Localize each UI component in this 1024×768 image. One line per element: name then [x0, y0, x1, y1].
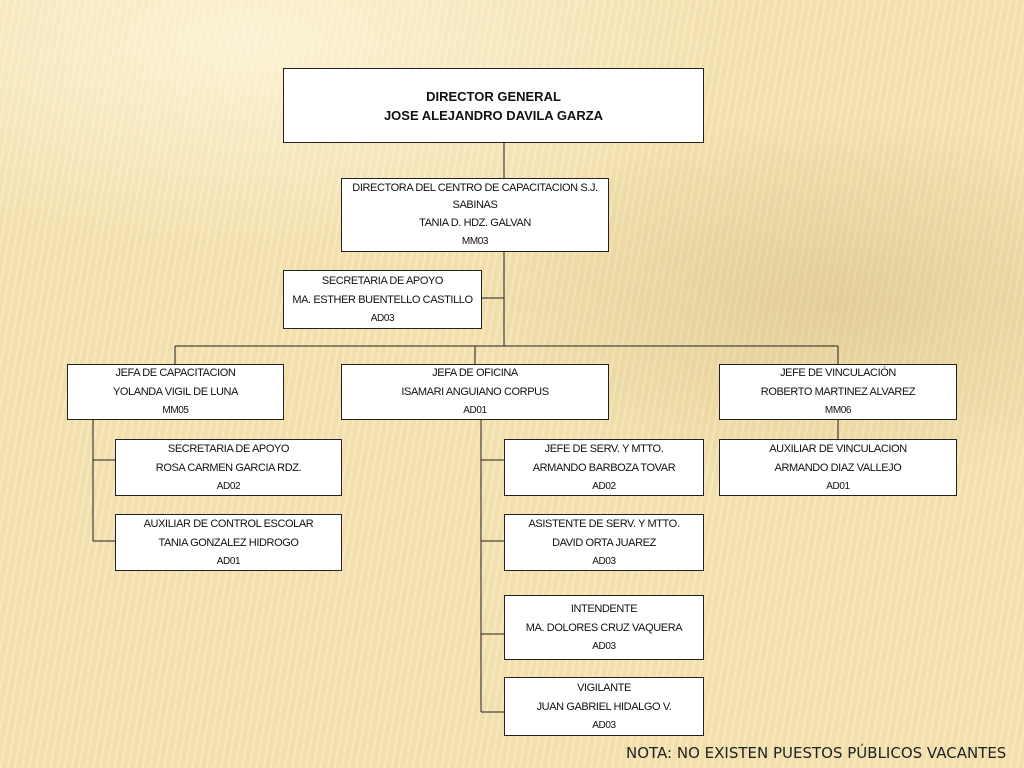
node-code: MM03 [461, 235, 489, 247]
node-code: MM05 [162, 405, 189, 416]
node-code: AD01 [463, 405, 487, 416]
node-name: TANIA D. HDZ. GALVAN [419, 216, 531, 229]
node-title: SECRETARIA DE APOYO [321, 274, 444, 287]
node-name: JOSE ALEJANDRO DAVILA GARZA [383, 107, 604, 123]
node-name: ROSA CARMEN GARCIA RDZ. [155, 461, 302, 474]
node-jefe-serv-mtto: JEFE DE SERV. Y MTTO. ARMANDO BARBOZA TO… [504, 439, 704, 496]
node-name: YOLANDA VIGIL DE LUNA [112, 386, 239, 398]
node-jefa-capacitacion: JEFA DE CAPACITACION YOLANDA VIGIL DE LU… [67, 364, 284, 420]
node-name: MA. ESTHER BUENTELLO CASTILLO [292, 293, 473, 306]
node-title: AUXILIAR DE CONTROL ESCOLAR [143, 517, 314, 530]
node-jefa-oficina: JEFA DE OFICINA ISAMARI ANGUIANO CORPUS … [341, 364, 609, 420]
node-title: SECRETARIA DE APOYO [167, 442, 290, 455]
node-code: AD03 [592, 719, 616, 731]
node-title: DIRECTOR GENERAL [426, 88, 561, 104]
node-title: VIGILANTE [577, 681, 631, 694]
node-code: AD03 [592, 555, 616, 567]
node-name: ARMANDO DIAZ VALLEJO [774, 461, 902, 474]
node-secretaria-apoyo-capacitacion: SECRETARIA DE APOYO ROSA CARMEN GARCIA R… [115, 439, 342, 496]
node-auxiliar-control-escolar: AUXILIAR DE CONTROL ESCOLAR TANIA GONZAL… [115, 514, 342, 571]
node-directora-centro: DIRECTORA DEL CENTRO DE CAPACITACION S.J… [341, 178, 609, 252]
node-title: DIRECTORA DEL CENTRO DE CAPACITACION S.J… [352, 181, 598, 211]
node-title: ASISTENTE DE SERV. Y MTTO. [528, 517, 680, 530]
node-name: ISAMARI ANGUIANO CORPUS [401, 386, 549, 398]
node-code: AD01 [826, 480, 850, 492]
node-title: JEFE DE SERV. Y MTTO. [544, 442, 664, 455]
node-code: AD03 [592, 640, 616, 652]
node-title: INTENDENTE [570, 602, 638, 615]
node-auxiliar-vinculacion: AUXILIAR DE VINCULACION ARMANDO DIAZ VAL… [719, 439, 957, 496]
node-title: AUXILIAR DE VINCULACION [769, 442, 907, 455]
node-name: MA. DOLORES CRUZ VAQUERA [525, 621, 683, 634]
node-asistente-serv-mtto: ASISTENTE DE SERV. Y MTTO. DAVID ORTA JU… [504, 514, 704, 571]
node-code: MM06 [824, 405, 852, 416]
node-director-general: DIRECTOR GENERAL JOSE ALEJANDRO DAVILA G… [283, 68, 704, 143]
node-title: JEFA DE CAPACITACION [115, 367, 236, 379]
node-vigilante: VIGILANTE JUAN GABRIEL HIDALGO V. AD03 [504, 677, 704, 736]
node-title: JEFA DE OFICINA [432, 367, 518, 379]
node-secretaria-apoyo-direccion: SECRETARIA DE APOYO MA. ESTHER BUENTELLO… [283, 270, 482, 329]
node-name: DAVID ORTA JUAREZ [552, 536, 656, 549]
node-name: ARMANDO BARBOZA TOVAR [532, 461, 676, 474]
node-code: AD02 [216, 480, 241, 492]
node-code: AD02 [592, 480, 616, 492]
node-code: AD01 [216, 555, 241, 567]
vacancy-note: NOTA: NO EXISTEN PUESTOS PÚBLICOS VACANT… [626, 744, 1007, 762]
node-name: JUAN GABRIEL HIDALGO V. [536, 700, 672, 713]
node-title: JEFE DE VINCULACIÓN [780, 367, 896, 379]
node-jefe-vinculacion: JEFE DE VINCULACIÓN ROBERTO MARTINEZ ALV… [719, 364, 957, 420]
node-name: ROBERTO MARTINEZ ALVAREZ [760, 386, 916, 398]
node-code: AD03 [370, 312, 395, 324]
node-intendente: INTENDENTE MA. DOLORES CRUZ VAQUERA AD03 [504, 595, 704, 660]
node-name: TANIA GONZALEZ HIDROGO [158, 536, 299, 549]
